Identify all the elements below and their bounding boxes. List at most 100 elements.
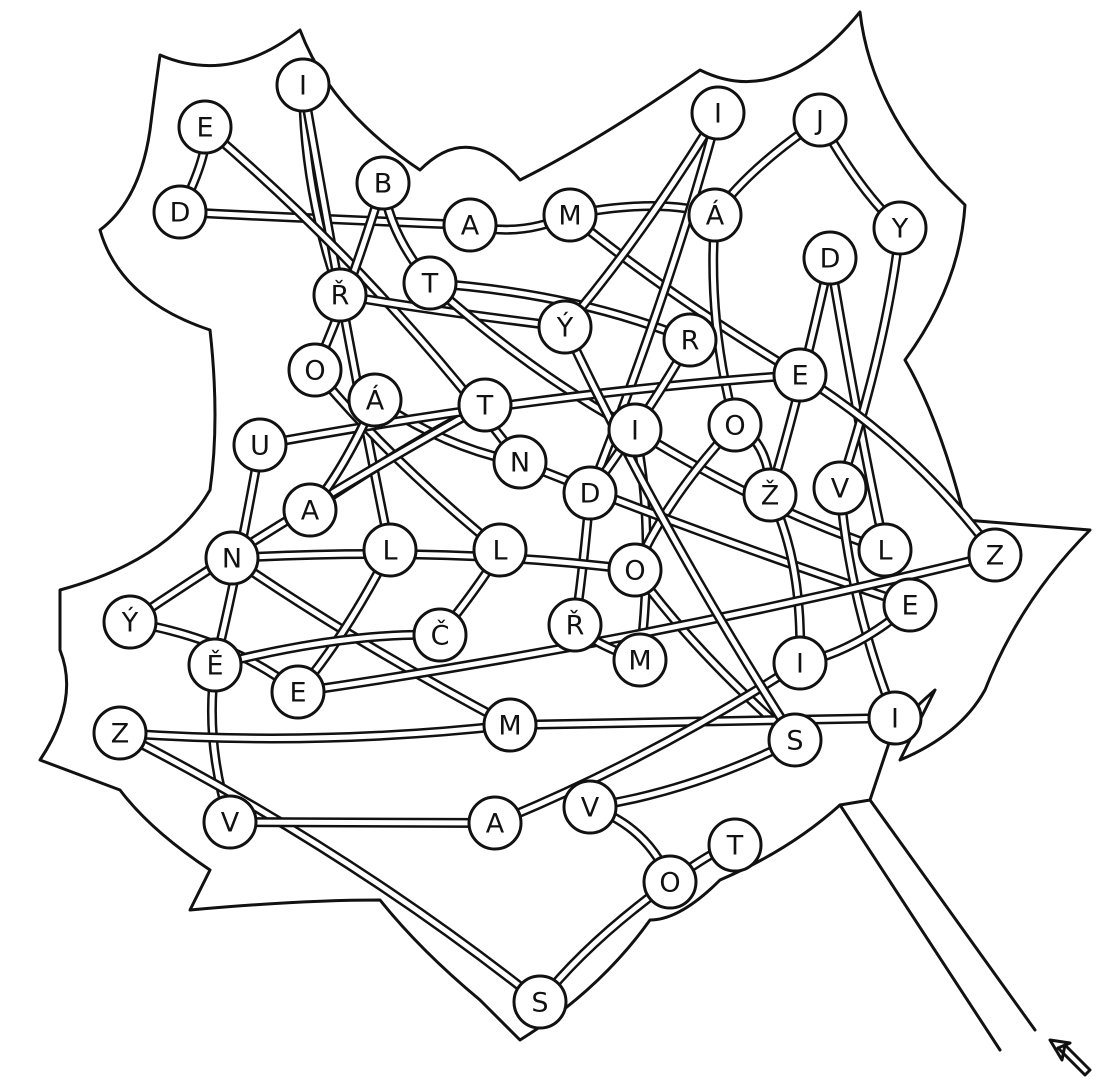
letter-node-label: Ý <box>556 312 574 344</box>
letter-node-label: A <box>486 809 505 840</box>
letter-node-label: E <box>289 678 306 709</box>
letter-node-label: Á <box>706 200 725 232</box>
letter-node[interactable]: E <box>179 101 231 153</box>
letter-node-label: L <box>877 536 892 567</box>
letter-node[interactable]: Z <box>969 529 1021 581</box>
letter-node-label: O <box>304 356 325 387</box>
letter-node[interactable]: O <box>644 856 696 908</box>
letter-node[interactable]: O <box>289 344 341 396</box>
letter-node[interactable]: R <box>664 314 716 366</box>
letter-node-label: S <box>786 726 803 757</box>
letter-node[interactable]: O <box>709 399 761 451</box>
letter-node-label: V <box>581 793 600 824</box>
letter-node-label: J <box>814 106 824 137</box>
letter-node-label: I <box>891 704 899 735</box>
letter-node[interactable]: Ý <box>539 301 591 353</box>
arrow-icon[interactable] <box>1050 1040 1090 1075</box>
letter-node[interactable]: D <box>564 467 616 519</box>
letter-node-label: M <box>558 201 581 232</box>
letter-node[interactable]: Č <box>414 609 466 661</box>
letter-node-label: L <box>382 536 397 567</box>
letter-node-label: T <box>476 391 494 422</box>
letter-node[interactable]: O <box>609 544 661 596</box>
letter-node[interactable]: A <box>469 797 521 849</box>
letter-node-label: Ý <box>121 607 139 639</box>
letter-node[interactable]: I <box>774 637 826 689</box>
letter-node-label: T <box>421 269 439 300</box>
letter-node-label: N <box>510 448 530 479</box>
letter-node[interactable]: J <box>794 94 846 146</box>
letter-node[interactable]: M <box>544 189 596 241</box>
letter-node[interactable]: I <box>692 87 744 139</box>
letter-node-label: Ě <box>206 650 223 682</box>
letter-node[interactable]: T <box>404 257 456 309</box>
letter-node-label: D <box>580 479 601 510</box>
letter-node[interactable]: A <box>284 484 336 536</box>
letter-node-label: B <box>374 169 393 200</box>
letter-node[interactable]: T <box>459 379 511 431</box>
letter-node-label: M <box>498 711 521 742</box>
letter-node-label: L <box>492 536 507 567</box>
letter-node[interactable]: S <box>769 714 821 766</box>
maze-path-channel <box>230 822 495 823</box>
letter-node-label: I <box>631 416 639 447</box>
letter-node-label: O <box>659 868 680 899</box>
letter-node[interactable]: Á <box>689 189 741 241</box>
letter-node[interactable]: Ě <box>189 639 241 691</box>
letter-node-label: T <box>726 831 744 862</box>
letter-node[interactable]: Ý <box>104 596 156 648</box>
letter-node[interactable]: V <box>564 781 616 833</box>
letter-node[interactable]: M <box>614 634 666 686</box>
letter-node-label: S <box>531 988 548 1019</box>
letter-node[interactable]: V <box>204 796 256 848</box>
letter-node[interactable]: B <box>357 157 409 209</box>
letter-node-label: M <box>628 646 651 677</box>
letter-node[interactable]: Z <box>94 707 146 759</box>
letter-node-label: O <box>724 411 745 442</box>
letter-node[interactable]: I <box>869 692 921 744</box>
letter-node-label: N <box>222 544 242 575</box>
letter-node[interactable]: I <box>609 404 661 456</box>
letter-node[interactable]: I <box>277 59 329 111</box>
letter-node[interactable]: D <box>804 232 856 284</box>
letter-node[interactable]: U <box>234 419 286 471</box>
letter-node-label: V <box>831 474 850 505</box>
letter-node[interactable]: E <box>272 666 324 718</box>
letter-node[interactable]: D <box>154 186 206 238</box>
letter-node[interactable]: E <box>884 579 936 631</box>
letter-node-label: Ř <box>566 610 585 642</box>
letter-node[interactable]: S <box>514 976 566 1028</box>
letter-node[interactable]: V <box>814 462 866 514</box>
letter-node-label: V <box>221 808 240 839</box>
letter-node-label: U <box>250 431 270 462</box>
letter-node-label: Z <box>986 541 1005 572</box>
leaf-stem <box>840 800 1035 1050</box>
letter-node-label: I <box>299 71 307 102</box>
letter-node[interactable]: Ž <box>744 469 796 521</box>
letter-node[interactable]: Ř <box>314 269 366 321</box>
letter-node[interactable]: L <box>364 524 416 576</box>
letter-node[interactable]: A <box>444 199 496 251</box>
letter-node-label: Á <box>366 385 385 417</box>
letter-node[interactable]: T <box>709 819 761 871</box>
letter-node-label: Č <box>431 620 450 652</box>
letter-node-label: O <box>624 556 645 587</box>
letter-node-label: Ž <box>761 480 780 512</box>
letter-node[interactable]: E <box>774 349 826 401</box>
letter-node[interactable]: Ř <box>549 599 601 651</box>
letter-node[interactable]: M <box>484 699 536 751</box>
letter-node[interactable]: L <box>859 524 911 576</box>
letter-node[interactable]: N <box>206 532 258 584</box>
letter-node[interactable]: L <box>474 524 526 576</box>
letter-node-label: Y <box>891 214 909 245</box>
letter-node[interactable]: N <box>494 436 546 488</box>
letter-node-label: E <box>791 361 808 392</box>
letter-node-label: Z <box>111 719 130 750</box>
letter-node-label: A <box>301 496 320 527</box>
letter-node[interactable]: Á <box>349 374 401 426</box>
letter-node[interactable]: Y <box>874 202 926 254</box>
letter-node-label: A <box>461 211 480 242</box>
letter-node-label: E <box>901 591 918 622</box>
letter-node-label: I <box>796 649 804 680</box>
